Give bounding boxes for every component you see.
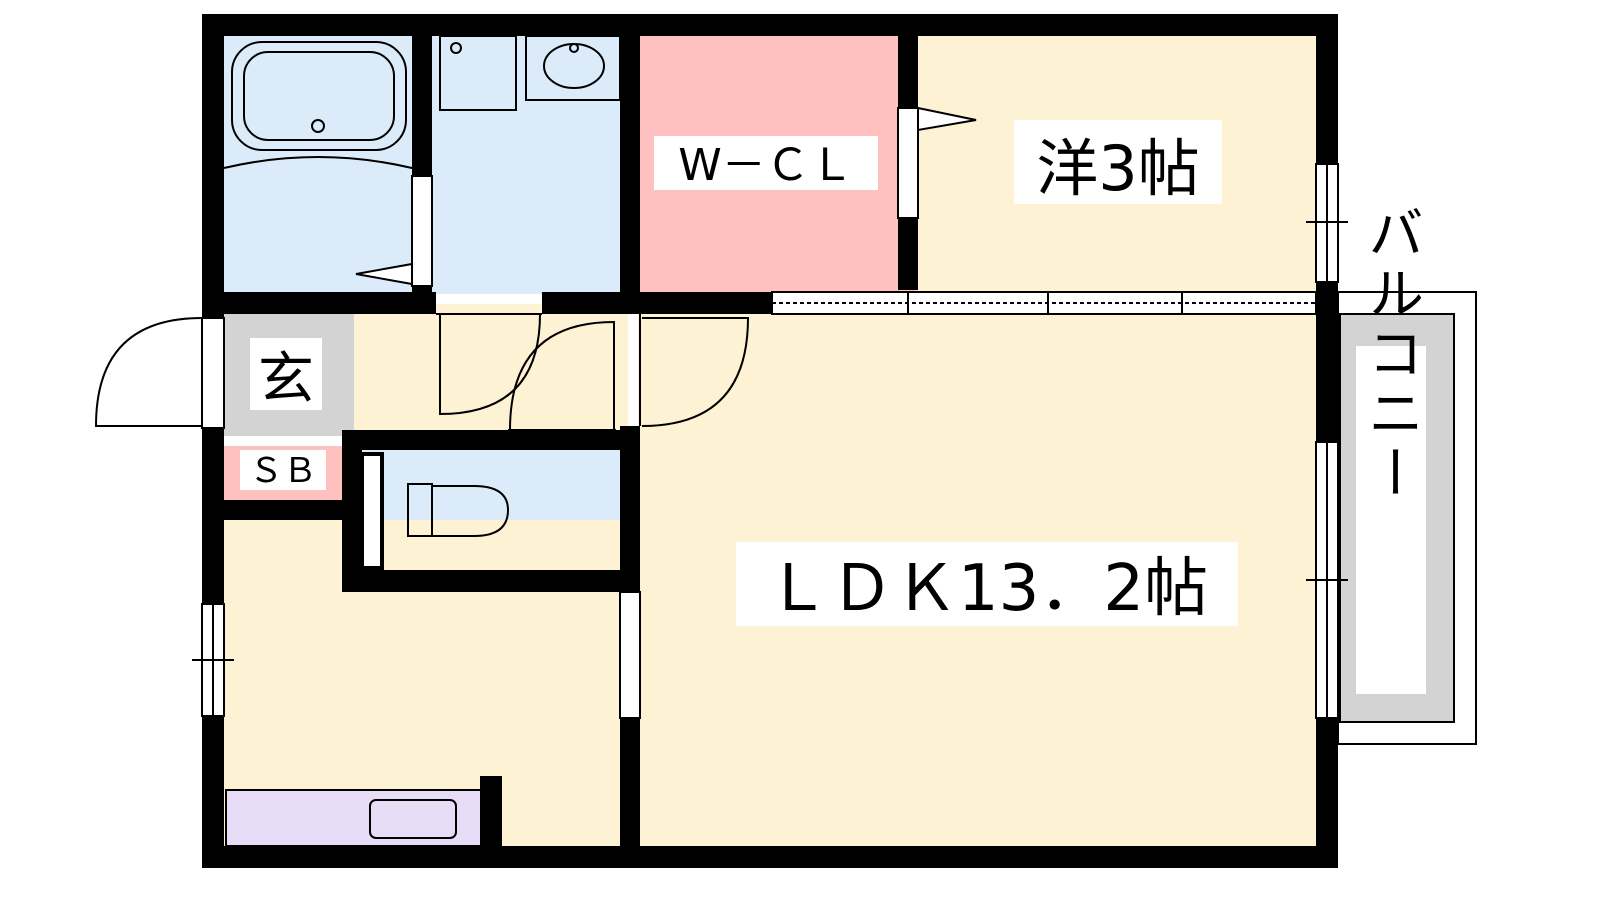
faucet-icon <box>569 43 579 53</box>
closet-label-bg <box>654 136 878 190</box>
walls <box>202 14 1338 868</box>
bath-step-line <box>223 156 413 169</box>
entrance-label-bg <box>250 338 322 410</box>
ldk-label-bg <box>736 542 1238 626</box>
toilet-bowl-icon <box>431 485 510 537</box>
bathroom-floor <box>224 36 422 294</box>
balcony-label-bg <box>1356 346 1426 694</box>
western-room-label: 洋3帖 <box>1036 132 1199 205</box>
closet-label: W－ＣＬ <box>678 140 854 191</box>
entrance-door-swing <box>94 317 203 427</box>
windows <box>192 107 1348 719</box>
closet-door-swing-icon <box>917 106 977 132</box>
shoe-box-label-bg <box>240 450 326 490</box>
shoe-box-label: ＳＢ <box>249 451 317 491</box>
toilet-paper-holder <box>360 452 384 570</box>
western-room-label-bg <box>1014 120 1222 204</box>
balcony-label: バルコニー <box>1359 204 1424 504</box>
entrance-label: 玄 <box>258 347 314 412</box>
sink-icon <box>369 799 457 839</box>
ldk-label: ＬＤＫ13．2帖 <box>766 552 1208 626</box>
toilet-door-swing <box>509 320 615 431</box>
washer-knob-icon <box>450 42 462 54</box>
washroom-door-swing <box>439 313 541 416</box>
bathtub-inner <box>243 51 395 141</box>
drain-icon <box>311 119 325 133</box>
washroom-floor <box>432 36 628 294</box>
doors <box>94 106 977 431</box>
bathtub-icon <box>231 41 407 151</box>
ldk-door-swing <box>641 317 750 427</box>
